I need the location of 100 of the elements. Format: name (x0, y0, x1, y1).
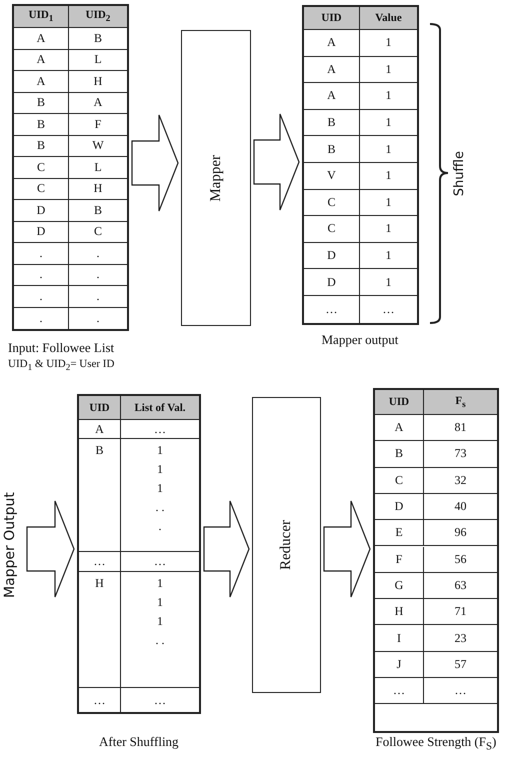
block-arrow (203, 500, 250, 598)
table-cell-text: B (36, 116, 45, 132)
table-cell-text: A (94, 95, 102, 110)
table-cell-text: 32 (454, 472, 466, 488)
table-cell-text: H (94, 181, 102, 196)
table-cell-text: A (36, 52, 46, 68)
table-cell-text: 73 (454, 446, 466, 462)
table-cell-text: 1 1 1 . . . (154, 442, 166, 535)
table-cell-text: I (397, 630, 401, 646)
table-cell-text: L (94, 160, 102, 175)
table-cell-text: C (36, 160, 45, 175)
column-header: Value (375, 12, 402, 24)
table-cell-text: 1 (386, 221, 392, 236)
process-label: Mapper (208, 154, 224, 202)
block-arrow (26, 500, 75, 598)
table-cell-text: 1 (386, 274, 392, 290)
table-cell-text: 1 (386, 142, 392, 157)
column-header: F$_{s}$ (455, 394, 466, 410)
table-cell-text: B (36, 138, 45, 154)
table-cell-text: … (154, 692, 166, 708)
table-cell-text: … (154, 554, 166, 569)
data-table (373, 388, 499, 733)
process-box (181, 30, 251, 326)
table-cell-text: 63 (454, 578, 466, 593)
table-cell-text: … (94, 554, 106, 569)
table-caption: After Shuffling (99, 734, 179, 750)
table-cell-text: 1 (386, 62, 392, 77)
table-cell-text: V (327, 168, 336, 184)
table-cell-text: 1 (386, 115, 392, 130)
data-table (302, 5, 419, 325)
table-cell-text: E (395, 525, 403, 540)
table-cell-text: . (96, 310, 100, 326)
table-cell-text: 1 (386, 168, 392, 184)
table-cell-text: B (394, 446, 403, 462)
table-cell-text: … (382, 302, 394, 317)
column-header: UID (321, 12, 342, 24)
table-cell-text: 71 (454, 604, 466, 620)
table-cell-text: 40 (454, 499, 466, 514)
table-cell-text: 81 (454, 420, 466, 436)
table-cell-text: 1 (386, 194, 392, 210)
block-arrow (253, 113, 300, 211)
table-cell-text: 1 (386, 248, 392, 264)
table-cell-text: . (40, 288, 42, 304)
table-cell-text: B (327, 115, 336, 130)
table-cell-text: C (327, 221, 336, 236)
data-table (77, 394, 201, 714)
table-cell-text: … (326, 302, 338, 317)
column-header: List of Val. (134, 402, 186, 414)
table-caption: Input: Followee List (8, 340, 114, 356)
column-header: UID$_{2}$ (86, 9, 110, 24)
table-cell-text: L (94, 52, 102, 68)
table-cell-text: A (327, 88, 336, 104)
table-cell-text: . (96, 246, 100, 261)
table-cell-text: W (92, 138, 104, 154)
table-cell-text: A (394, 420, 404, 436)
table-cell-text: B (94, 202, 102, 218)
table-cell-text: … (393, 683, 405, 698)
table-cell-text: F (396, 552, 402, 567)
table-cell-text: A (36, 74, 46, 89)
table-cell-text: G (394, 578, 404, 593)
table-cell-text: . (40, 267, 42, 282)
block-arrow (323, 500, 371, 598)
table-cell-text: C (394, 472, 403, 488)
table-caption: Followee Strength (F$_{S}$) (376, 734, 496, 753)
table-cell-text: C (94, 224, 102, 240)
table-cell-text: 1 (386, 35, 392, 50)
table-cell-text: D (327, 274, 336, 290)
column-header: UID$_{1}$ (28, 9, 54, 24)
table-cell-text: … (94, 692, 106, 708)
column-header: UID (388, 396, 410, 408)
table-cell-text: A (36, 30, 46, 46)
table-cell-text: D (327, 248, 336, 264)
table-cell-text: . (40, 246, 42, 261)
table-cell-text: 23 (454, 630, 466, 646)
table-cell-text: … (454, 683, 466, 698)
table-cell-text: B (94, 30, 102, 46)
table-cell-text: B (94, 442, 104, 459)
table-cell-text: 56 (454, 552, 466, 567)
table-cell-text: F (94, 116, 102, 132)
table-cell-text: A (95, 422, 104, 436)
table-cell-text: 1 (386, 88, 392, 104)
table-cell-text: D (36, 224, 46, 240)
process-label: Reducer (278, 520, 295, 570)
block-arrow (131, 114, 179, 212)
table-cell-text: . (96, 267, 100, 282)
brace-label: Shuffle (452, 150, 467, 196)
table-cell-text: . (40, 310, 42, 326)
column-header: UID (89, 402, 110, 414)
table-cell-text: H (94, 575, 105, 592)
table-cell-text: J (396, 656, 402, 672)
table-cell-text: 1 1 1 . . (154, 575, 166, 649)
table-cell-text: B (327, 142, 336, 157)
table-cell-text: B (36, 95, 45, 110)
table-cell-text: … (154, 422, 166, 436)
process-box (252, 397, 321, 693)
table-cell-text: C (327, 194, 336, 210)
table-caption: Mapper output (322, 332, 398, 348)
data-table (12, 4, 129, 331)
rotated-label: Mapper Output (2, 478, 24, 612)
table-cell-text: 96 (454, 525, 466, 540)
